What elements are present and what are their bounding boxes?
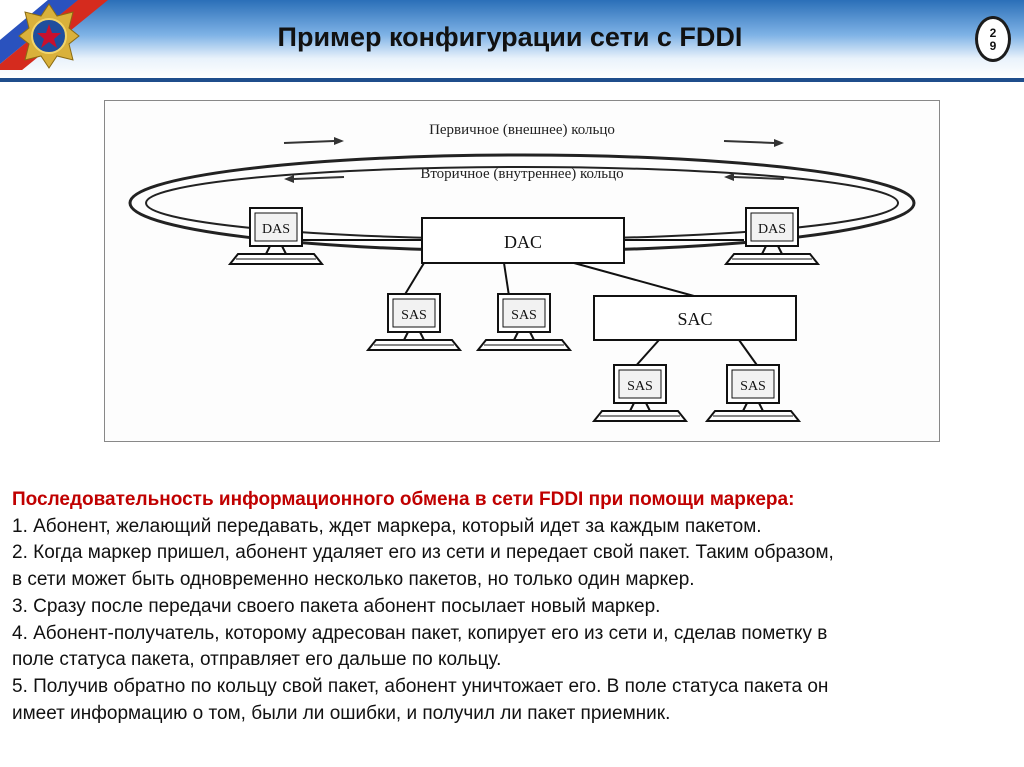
description-text: Последовательность информационного обмен… [12,487,1012,727]
sas-2-label: SAS [511,308,537,323]
secondary-ring-label: Вторичное (внутреннее) кольцо [420,166,623,182]
sas-1-label: SAS [401,308,427,323]
sas-station-2: SAS [477,293,571,351]
sas-station-4: SAS [706,364,800,422]
slide-header [0,0,1024,78]
sac-concentrator [593,295,797,341]
dac-concentrator [421,217,625,264]
page-number-badge: 2 9 [975,16,1011,62]
description-line-6: поле статуса пакета, отправляет его даль… [12,649,502,671]
emblem-icon [18,3,80,69]
description-line-1: 1. Абонент, желающий передавать, ждет ма… [12,515,762,537]
description-line-2: 2. Когда маркер пришел, абонент удаляет … [12,542,834,564]
description-line-5: 4. Абонент-получатель, которому адресова… [12,622,828,644]
description-line-4: 3. Сразу после передачи своего пакета аб… [12,595,661,617]
sas-4-label: SAS [740,379,766,394]
primary-ring-label: Первичное (внешнее) кольцо [429,122,615,138]
description-heading: Последовательность информационного обмен… [12,489,795,510]
fddi-network-diagram: Первичное (внешнее) кольцо Вторичное (вн… [104,100,940,442]
arrow-secondary-left [293,176,345,180]
page-number-digit-1: 2 [989,26,997,40]
sac-label: SAC [677,309,712,329]
description-line-8: имеет информацию о том, были ли ошибки, … [12,702,671,724]
page-title: Пример конфигурации сети с FDDI [277,22,743,52]
arrow-primary-left [283,140,335,144]
dac-label: DAC [504,232,542,252]
sas-station-3: SAS [593,364,687,422]
arrow-primary-right [723,140,775,144]
das-left-label: DAS [262,222,290,237]
diagram-frame [104,100,940,442]
arrow-secondary-right [733,176,785,180]
description-line-7: 5. Получив обратно по кольцу свой пакет,… [12,675,829,697]
header-divider [0,78,1024,82]
page-number-digit-2: 9 [989,39,997,53]
das-station-right: DAS [725,207,819,265]
das-right-label: DAS [758,222,786,237]
das-station-left: DAS [229,207,323,265]
description-line-3: в сети может быть одновременно несколько… [12,569,695,591]
sas-station-1: SAS [367,293,461,351]
sas-3-label: SAS [627,379,653,394]
